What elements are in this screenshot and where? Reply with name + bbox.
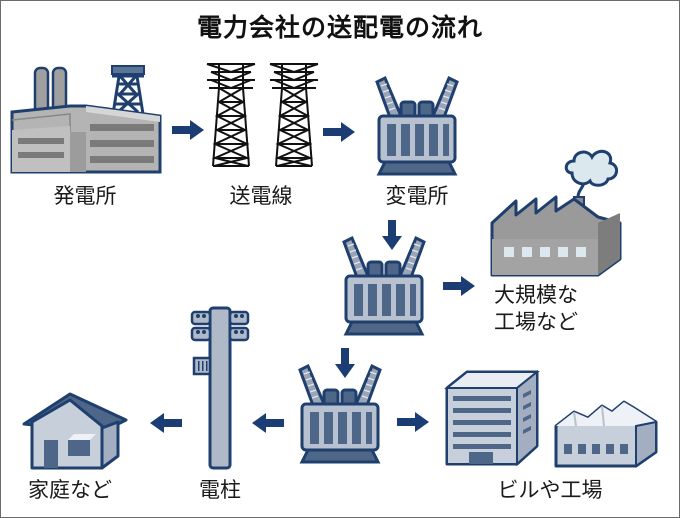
substation-transformer-icon bbox=[375, 75, 459, 176]
arrow-down-icon bbox=[335, 348, 355, 378]
small-factory-icon bbox=[554, 400, 658, 468]
label-transmission-lines: 送電線 bbox=[229, 184, 293, 208]
office-building-icon bbox=[444, 369, 540, 467]
label-large-factory-line1: 大規模な bbox=[494, 283, 578, 307]
distribution-substation-icon bbox=[342, 235, 426, 336]
label-homes: 家庭など bbox=[28, 478, 112, 502]
transmission-tower-icon bbox=[206, 63, 256, 167]
arrow-left-icon bbox=[252, 413, 284, 433]
arrow-left-icon bbox=[150, 413, 182, 433]
arrow-right-icon bbox=[443, 276, 475, 296]
label-substation: 変電所 bbox=[385, 184, 449, 208]
large-factory-icon bbox=[490, 149, 622, 277]
label-power-plant: 発電所 bbox=[53, 184, 117, 208]
power-plant-icon bbox=[10, 65, 162, 174]
transmission-tower-icon bbox=[269, 63, 319, 167]
label-large-factory-line2: 工場など bbox=[494, 310, 578, 334]
arrow-right-icon bbox=[397, 412, 429, 432]
pole-transformer-icon bbox=[298, 363, 382, 464]
label-large-factory: 大規模な 工場など bbox=[494, 282, 594, 336]
label-buildings-factories: ビルや工場 bbox=[497, 478, 603, 502]
arrow-down-icon bbox=[382, 220, 402, 250]
diagram-title: 電力会社の送配電の流れ bbox=[196, 13, 483, 42]
label-utility-pole: 電柱 bbox=[199, 478, 241, 502]
arrow-right-icon bbox=[323, 122, 355, 142]
arrow-right-icon bbox=[172, 120, 204, 140]
utility-pole-icon bbox=[190, 306, 250, 470]
house-icon bbox=[22, 392, 128, 470]
